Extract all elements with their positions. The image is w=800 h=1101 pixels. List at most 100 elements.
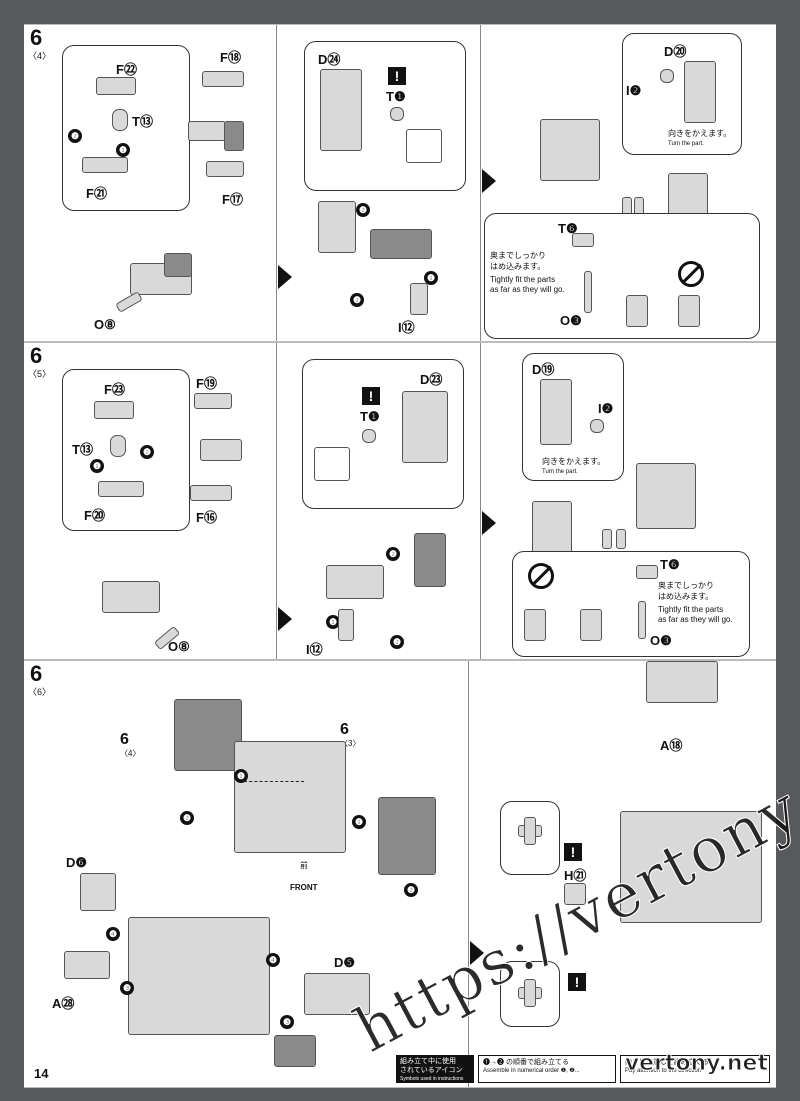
part-piece xyxy=(190,485,232,501)
part-label: I❷ xyxy=(598,401,614,416)
part-label: A⑱ xyxy=(660,738,683,753)
part-label: F⑱ xyxy=(220,50,241,65)
part-label: D㉔ xyxy=(318,52,341,67)
zoom-panel-left xyxy=(62,369,190,531)
part-label: A㉘ xyxy=(52,996,75,1011)
part-label: D⑲ xyxy=(532,362,555,377)
part-label: T❻ xyxy=(558,221,578,236)
instruction-page: 6 〈4〉 F㉒ T⑬ ❷ ❶ F㉑ F⑱ F⑰ O⑧ D㉔ ! T❶ xyxy=(24,24,800,1088)
part-label: F㉓ xyxy=(104,382,125,397)
cross-part xyxy=(524,979,536,1007)
part-label: F㉒ xyxy=(116,62,137,77)
assembly-piece xyxy=(540,119,600,181)
front-label: FRONT xyxy=(290,883,318,892)
part-label: I⑫ xyxy=(306,642,323,657)
step-marker: ❷ xyxy=(68,129,82,143)
part-detail-box xyxy=(314,447,350,481)
part-piece xyxy=(110,435,126,457)
part-piece xyxy=(684,61,716,123)
attention-icon: ! xyxy=(564,843,582,861)
step-6-5: 6 〈5〉 F㉓ T⑬ ❷ ❶ F⑳ F⑲ F⑯ O⑧ D㉓ ! T❶ ❷ ❶ … xyxy=(24,342,776,660)
front-label-jp: 前 xyxy=(300,861,308,870)
part-piece xyxy=(402,391,448,463)
step-marker: ❸ xyxy=(120,981,134,995)
attention-icon: ! xyxy=(568,973,586,991)
part-label: D❻ xyxy=(66,855,88,870)
part-label: O⑧ xyxy=(94,317,116,332)
step-sub-number: 〈6〉 xyxy=(28,687,52,697)
fit-note-jp-1: 奥までしっかり xyxy=(658,581,714,590)
step-marker: ❸ xyxy=(280,1015,294,1029)
step-number: 6 xyxy=(30,25,43,50)
part-piece xyxy=(338,609,354,641)
next-arrow xyxy=(482,511,496,535)
part-label: D㉓ xyxy=(420,372,443,387)
step-marker: ❷ xyxy=(390,635,404,649)
part-piece xyxy=(580,609,602,641)
part-label: I⑫ xyxy=(398,320,415,335)
part-label: D⑳ xyxy=(664,44,687,59)
torso-assembly xyxy=(620,811,762,923)
fit-note-en-2: as far as they will go. xyxy=(658,615,733,624)
part-piece xyxy=(98,481,144,497)
part-piece xyxy=(115,291,143,313)
turn-note-en: Turn the part. xyxy=(542,469,578,475)
part-label: H㉑ xyxy=(564,868,587,883)
part-piece xyxy=(274,1035,316,1067)
fit-note-jp-2: はめ込みます。 xyxy=(658,592,714,601)
step-marker: ❷ xyxy=(140,445,154,459)
part-piece xyxy=(540,379,572,445)
part-label: O❸ xyxy=(650,633,672,648)
assembly-piece xyxy=(370,229,432,259)
part-label: F㉑ xyxy=(86,186,107,201)
ref-step-badge: 6 xyxy=(120,731,129,748)
step-marker: ❶ xyxy=(352,815,366,829)
zoom-panel-right-top xyxy=(622,33,742,155)
leg-assembly xyxy=(174,699,242,771)
next-arrow xyxy=(470,941,484,965)
part-piece xyxy=(94,401,134,419)
part-piece xyxy=(188,121,226,141)
part-piece xyxy=(572,233,594,247)
step-marker: ❷ xyxy=(356,203,370,217)
step-marker: ❷ xyxy=(386,547,400,561)
step-marker: ❶ xyxy=(234,769,248,783)
part-piece xyxy=(320,69,362,151)
attention-icon: ! xyxy=(362,387,380,405)
part-piece xyxy=(206,161,244,177)
assembly-piece xyxy=(318,201,356,253)
part-piece xyxy=(602,529,612,549)
legend-order-en: Assemble in numerical order ❶, ❷... xyxy=(483,1068,580,1074)
page-number: 14 xyxy=(34,1066,49,1081)
part-piece xyxy=(646,661,718,703)
guide-line xyxy=(244,781,304,782)
part-piece xyxy=(524,609,546,641)
legend-title-en: Symbols used in instructions xyxy=(400,1076,464,1082)
turn-note-jp: 向きをかえます。 xyxy=(668,129,732,138)
legend-title-jp-2: されているアイコン xyxy=(400,1067,463,1074)
fit-note-jp-1: 奥までしっかり xyxy=(490,251,546,260)
part-piece xyxy=(194,393,232,409)
legend-attention-jp: 向きに注意して組み立てる xyxy=(625,1059,709,1066)
next-arrow xyxy=(482,169,496,193)
part-piece xyxy=(590,419,604,433)
step-marker: ❷ xyxy=(404,883,418,897)
part-piece xyxy=(564,883,586,905)
next-arrow xyxy=(278,265,292,289)
part-piece xyxy=(410,283,428,315)
part-label: T❻ xyxy=(660,557,680,572)
fit-note-en-1: Tightly fit the parts xyxy=(490,275,556,284)
ref-step-sub: 〈4〉 xyxy=(120,749,141,758)
part-label: F⑳ xyxy=(84,508,105,523)
part-piece xyxy=(626,295,648,327)
step-number: 6 xyxy=(30,343,43,368)
fit-note-en-1: Tightly fit the parts xyxy=(658,605,724,614)
legend-title: 組み立て中に使用 されているアイコン Symbols used in instr… xyxy=(396,1055,474,1083)
part-detail-box xyxy=(406,129,442,163)
part-piece xyxy=(616,529,626,549)
part-label: F⑰ xyxy=(222,192,243,207)
part-piece xyxy=(638,601,646,639)
torso-assembly xyxy=(128,917,270,1035)
ref-step-badge: 6 xyxy=(340,721,349,738)
leg-assembly xyxy=(378,797,436,875)
